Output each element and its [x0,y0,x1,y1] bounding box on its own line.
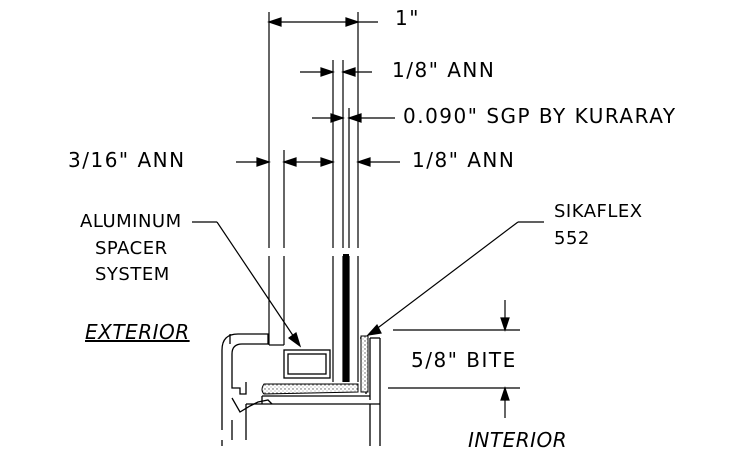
aluminum-spacer [283,349,331,379]
bite-label: 5/8" BITE [411,348,517,372]
frame-profile [221,333,381,446]
sikaflex-sealant [360,335,369,393]
interlayer-label: 0.090" SGP BY KURARAY [403,104,677,128]
extension-lines [268,12,359,248]
exterior-lite-label: 3/16" ANN [68,148,186,172]
exterior-label: EXTERIOR [85,320,190,344]
sealant-callout-line2: 552 [554,228,590,249]
sealant-bed [261,383,359,395]
spacer-callout-line3: SYSTEM [95,264,170,285]
spacer-callout-line2: SPACER [95,238,168,259]
leader-lines [192,221,544,348]
spacer-callout-line1: ALUMINUM [80,211,182,232]
overall-width-label: 1" [395,6,420,30]
sgp-interlayer [343,254,349,382]
interior-label: INTERIOR [468,428,568,452]
dimension-arrows [236,17,400,167]
inner-lite-label: 1/8" ANN [412,148,516,172]
sealant-callout-line1: SIKAFLEX [554,201,643,222]
outer-lite-label: 1/8" ANN [392,58,496,82]
bite-dimension [388,300,520,418]
